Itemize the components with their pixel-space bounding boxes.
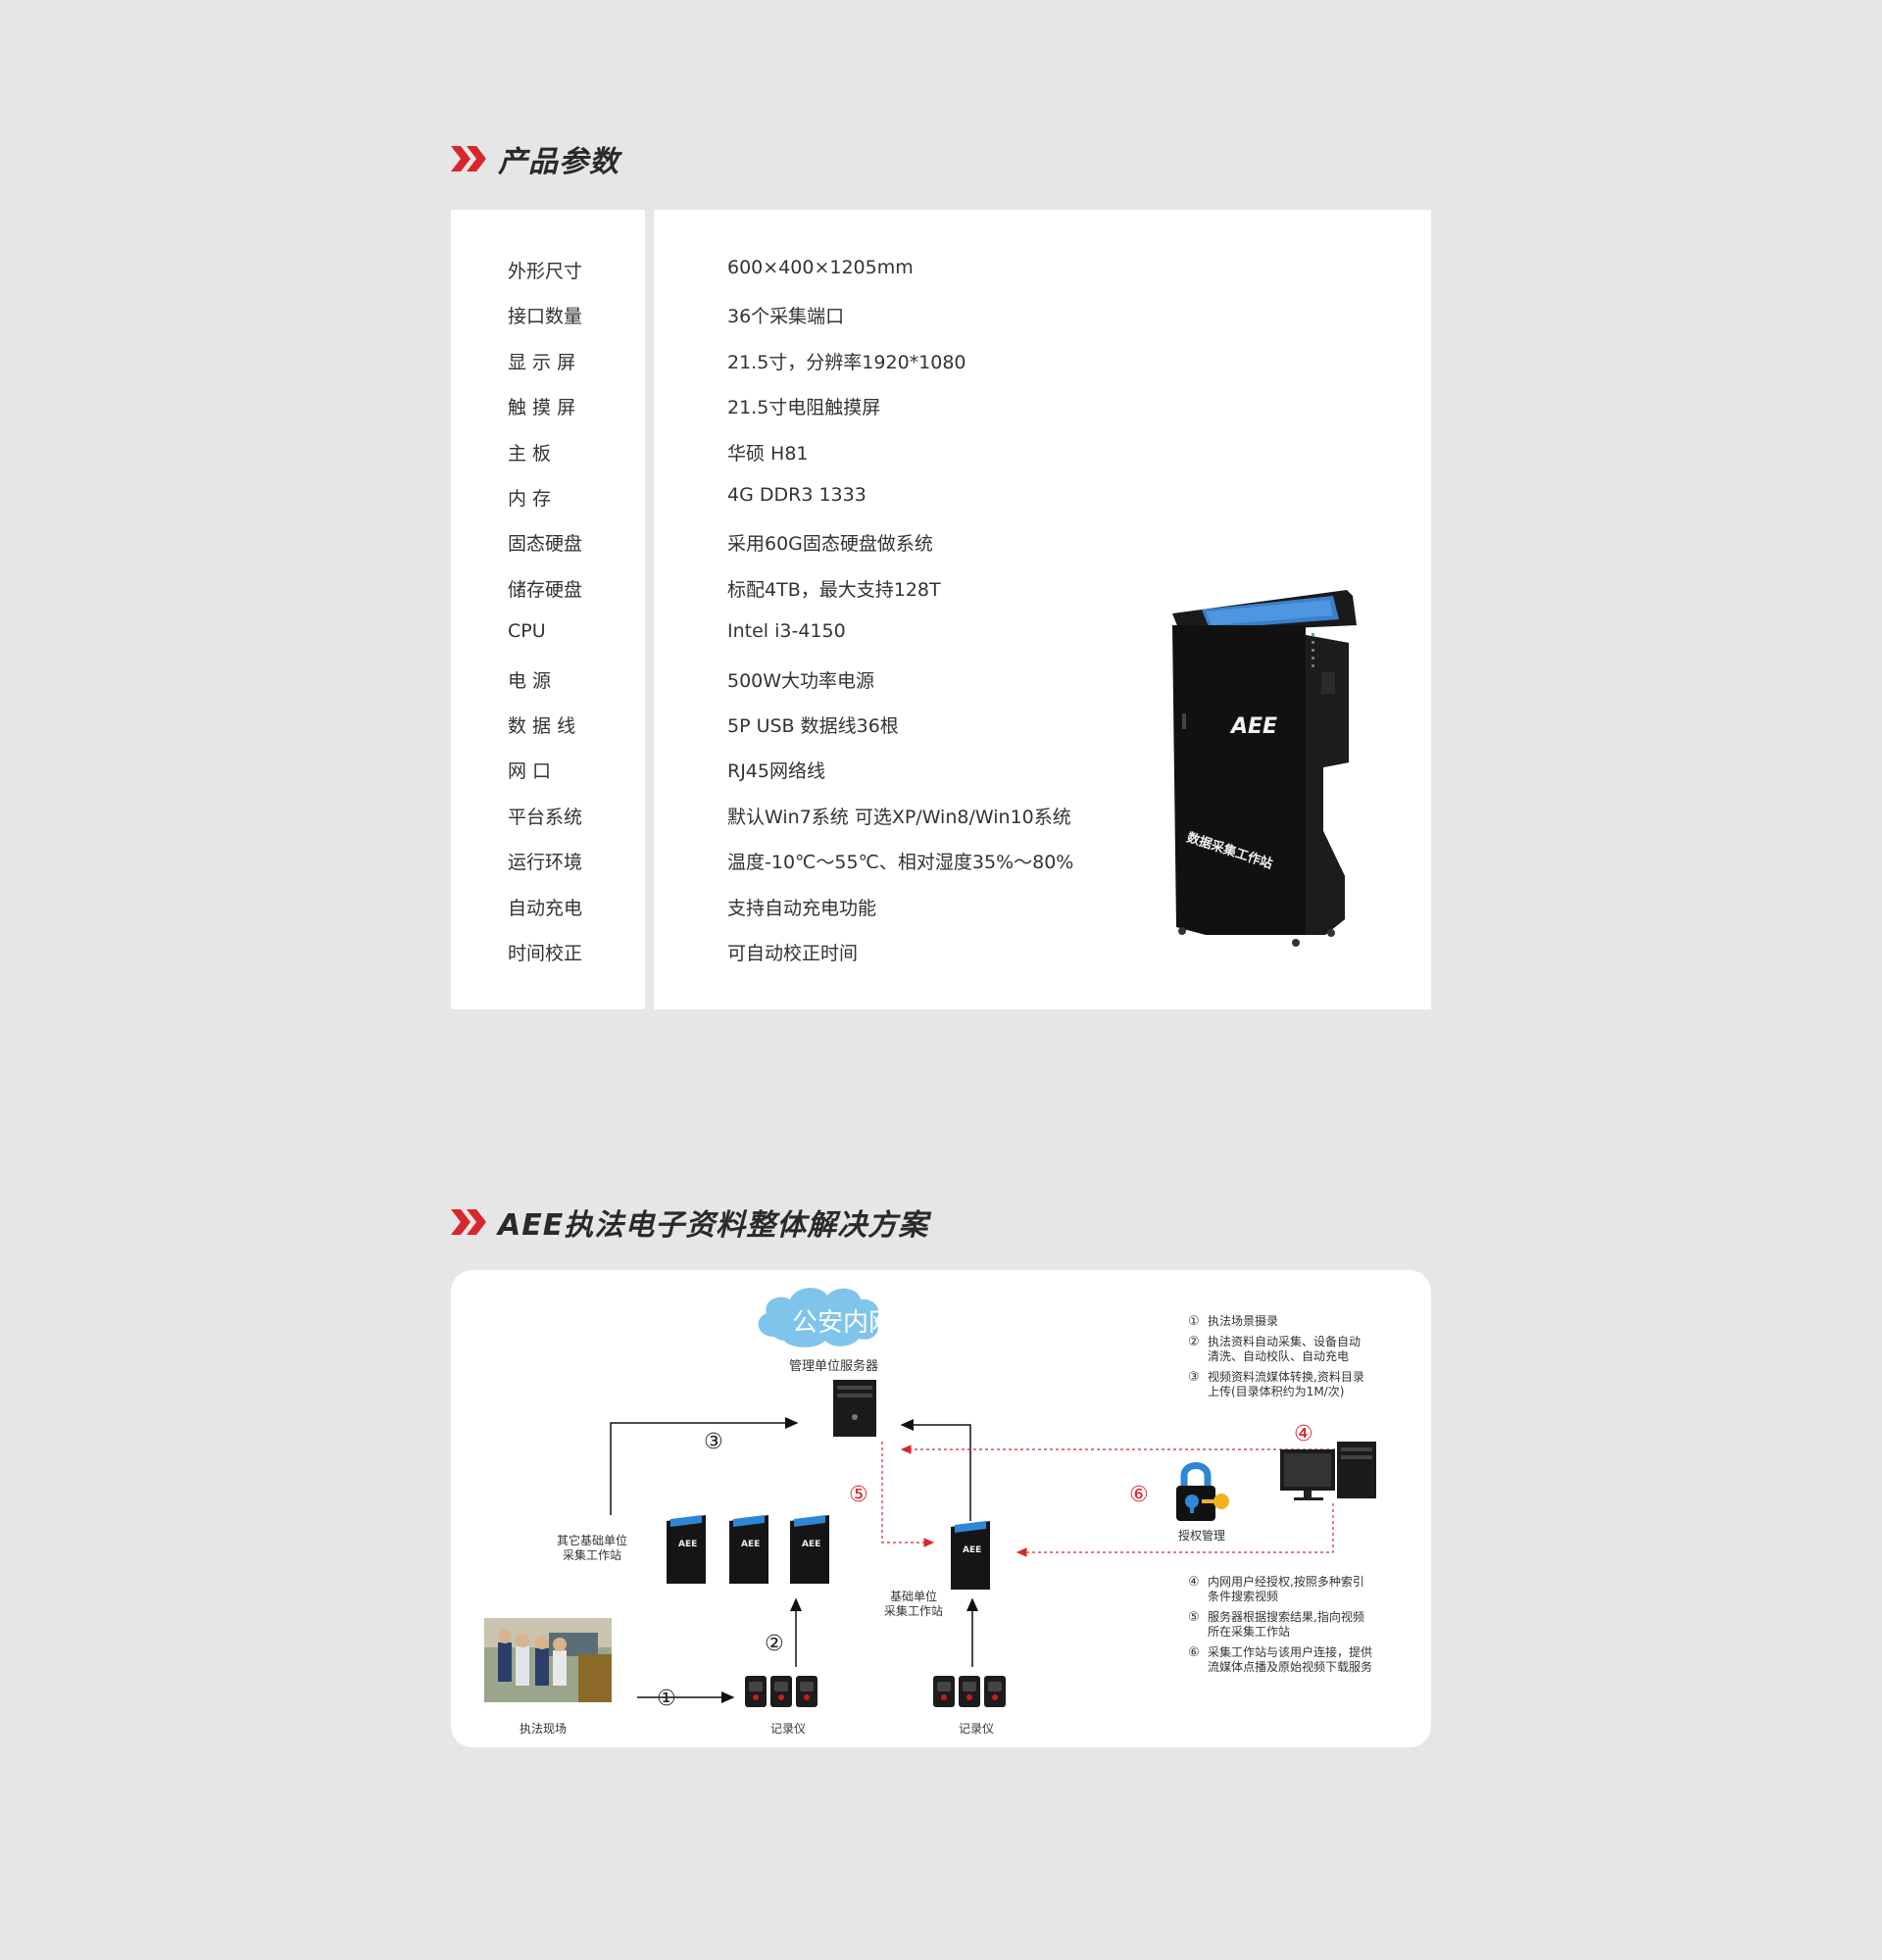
desktop-pc-icon [1280, 1442, 1376, 1500]
solution-diagram: AEE 公安内网 管理单位服务器 [451, 1270, 1431, 1747]
section-title-text: AEE执法电子资料整体解决方案 [498, 1208, 929, 1243]
spec-label: 电 源 [508, 669, 552, 692]
server-label: 管理单位服务器 [789, 1358, 878, 1374]
recorder-icon [933, 1676, 955, 1707]
station-icon [729, 1515, 768, 1584]
spec-value: 采用60G固态硬盘做系统 [727, 533, 933, 556]
spec-label-column [451, 210, 645, 1009]
marker-5: ⑤ [849, 1483, 868, 1507]
spec-label: 外形尺寸 [508, 261, 583, 282]
recorder-icon [770, 1676, 792, 1707]
section-title-params: 产品参数 [451, 137, 619, 180]
marker-1: ① [657, 1687, 676, 1711]
legend-number: ④ [1188, 1575, 1200, 1590]
legend-line: 上传(目录体积约为1M/次) [1208, 1384, 1344, 1398]
spec-label: 固态硬盘 [508, 533, 583, 556]
marker-3: ③ [704, 1430, 723, 1454]
arrow-server-to-station [881, 1442, 935, 1547]
spec-label: 平台系统 [508, 806, 583, 828]
spec-value: 支持自动充电功能 [727, 897, 877, 919]
spec-value: 可自动校正时间 [727, 943, 859, 964]
marker-6: ⑥ [1129, 1483, 1149, 1507]
spec-value: 36个采集端口 [727, 306, 845, 328]
spec-value: 600×400×1205mm [727, 257, 914, 278]
legend-line: 内网用户经授权,按照多种索引 [1208, 1574, 1364, 1589]
scene-label: 执法现场 [520, 1722, 567, 1736]
spec-label: 运行环境 [508, 852, 583, 874]
spec-value: Intel i3-4150 [727, 620, 846, 643]
marker-4: ④ [1294, 1422, 1313, 1446]
spec-label: 储存硬盘 [508, 578, 583, 601]
spec-label: 显 示 屏 [508, 351, 576, 373]
recorder-label: 记录仪 [959, 1722, 994, 1736]
spec-value: 21.5寸电阻触摸屏 [727, 397, 881, 419]
legend-line: 执法资料自动采集、设备自动 [1208, 1334, 1361, 1348]
server-icon [833, 1380, 876, 1437]
recorder-icon [984, 1676, 1006, 1707]
legend-line: 服务器根据搜索结果,指向视频 [1208, 1609, 1364, 1624]
recorder-label: 记录仪 [770, 1722, 806, 1736]
spec-value: 标配4TB，最大支持128T [727, 578, 941, 601]
recorder-icon [796, 1676, 817, 1707]
legend-number: ⑥ [1188, 1645, 1200, 1660]
legend-number: ② [1188, 1335, 1200, 1349]
spec-label: 接口数量 [508, 306, 583, 328]
spec-label: 数 据 线 [508, 715, 576, 737]
chevron-right-icon [451, 1209, 486, 1235]
spec-value: 华硕 H81 [727, 442, 809, 465]
station-icon [790, 1515, 829, 1584]
legend-line: 执法场景摄录 [1208, 1313, 1278, 1328]
legend-line: 视频资料流媒体转换,资料目录 [1208, 1369, 1364, 1384]
legend-line: 采集工作站与该用户连接，提供 [1208, 1644, 1372, 1659]
legend-line: 条件搜索视频 [1208, 1589, 1278, 1603]
spec-label: 时间校正 [508, 943, 583, 964]
spec-card: 外形尺寸 600×400×1205mm 接口数量 36个采集端口显 示 屏 21.5寸，… [451, 210, 1431, 1009]
legend-line: 流媒体点播及原始视频下载服务 [1208, 1659, 1372, 1674]
spec-value: 温度-10℃～55℃、相对湿度35%～80% [727, 852, 1074, 874]
marker-2: ② [765, 1632, 784, 1656]
base-station-label: 基础单位 [890, 1589, 937, 1603]
legend-line: 所在采集工作站 [1208, 1624, 1290, 1639]
recorder-icon [745, 1676, 767, 1707]
spec-label: 网 口 [508, 760, 552, 783]
other-station-label: 采集工作站 [563, 1547, 621, 1562]
section-title-text: 产品参数 [498, 145, 619, 179]
station-icon [667, 1515, 706, 1584]
legend-line: 清洗、自动校队、自动充电 [1208, 1348, 1349, 1363]
spec-value: 500W大功率电源 [727, 669, 875, 692]
spec-value: 默认Win7系统 可选XP/Win8/Win10系统 [727, 806, 1071, 828]
lock-icon [1176, 1462, 1229, 1521]
spec-label: 内 存 [508, 488, 552, 510]
section-title-solution: AEE执法电子资料整体解决方案 [451, 1200, 928, 1244]
station-icon [951, 1521, 990, 1590]
diagram-svg: AEE 公安内网 管理单位服务器 [484, 1288, 1376, 1736]
legend-number: ⑤ [1188, 1610, 1200, 1625]
spec-value: 21.5寸，分辨率1920*1080 [727, 351, 966, 373]
legend-number: ① [1188, 1314, 1200, 1329]
spec-label: CPU [508, 620, 546, 643]
cloud-label: 公安内网 [792, 1308, 894, 1338]
other-station-label: 其它基础单位 [557, 1533, 627, 1547]
spec-value: 4G DDR3 1333 [727, 484, 867, 506]
base-station-label: 采集工作站 [884, 1603, 943, 1618]
spec-label: 触 摸 屏 [508, 397, 576, 419]
spec-value: 5P USB 数据线36根 [727, 715, 899, 737]
spec-value: RJ45网络线 [727, 760, 825, 783]
chevron-right-icon [451, 146, 486, 172]
legend-number: ③ [1188, 1370, 1200, 1385]
auth-label: 授权管理 [1178, 1528, 1225, 1543]
product-image: AEE 数据采集工作站 [1172, 590, 1357, 947]
arrow-upload-right [900, 1419, 971, 1521]
spec-label: 主 板 [508, 442, 552, 465]
recorder-icon [959, 1676, 980, 1707]
product-brand: AEE [1229, 714, 1277, 739]
arrow-upload-left [610, 1417, 799, 1515]
cloud-icon: 公安内网 [758, 1288, 894, 1348]
arrow-user-to-station [1015, 1503, 1334, 1557]
spec-label: 自动充电 [508, 897, 583, 919]
page: 产品参数 外形尺寸 600×400×1205mm 接口数量 36个采集端口显 示 屏 2… [255, 0, 1627, 1960]
scene-photo [484, 1618, 612, 1702]
